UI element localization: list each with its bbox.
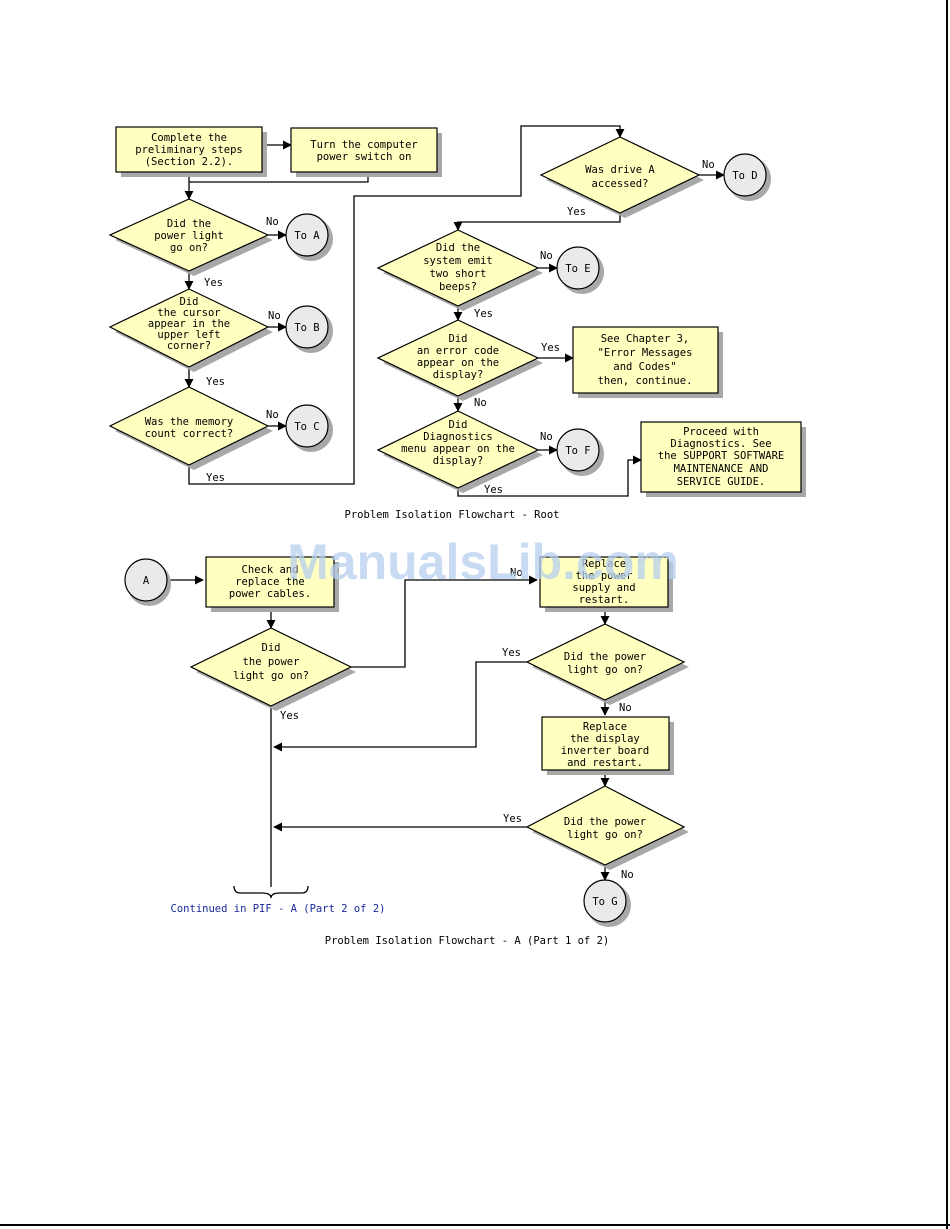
svg-text:To D: To D [732, 170, 757, 182]
svg-text:To B: To B [294, 322, 319, 334]
to-f-terminator: To F [556, 428, 604, 476]
svg-text:No: No [474, 397, 487, 409]
part-a-connectors [146, 575, 610, 899]
svg-text:Yes: Yes [502, 647, 521, 659]
svg-text:No: No [266, 409, 279, 421]
to-g-terminator: To G [583, 879, 631, 927]
svg-text:No: No [510, 567, 523, 579]
start-a-terminator: A [124, 558, 171, 606]
svg-text:Yes: Yes [204, 277, 223, 289]
to-b-terminator: To B [285, 305, 333, 353]
svg-text:Yes: Yes [484, 484, 503, 496]
svg-text:Yes: Yes [206, 472, 225, 484]
watermark-logo: ManualsLib.com [287, 534, 679, 590]
root-connectors [184, 125, 725, 497]
svg-text:To E: To E [565, 263, 590, 275]
svg-text:Yes: Yes [474, 308, 493, 320]
svg-text:No: No [702, 159, 715, 171]
svg-text:Yes: Yes [541, 342, 560, 354]
svg-text:Yes: Yes [567, 206, 586, 218]
to-e-terminator: To E [556, 246, 604, 294]
root-caption: Problem Isolation Flowchart - Root [345, 509, 560, 521]
svg-text:To G: To G [592, 896, 617, 908]
svg-text:To A: To A [294, 230, 320, 242]
page-border-right [946, 0, 948, 1229]
svg-text:To C: To C [294, 421, 319, 433]
svg-text:No: No [619, 702, 632, 714]
svg-text:Yes: Yes [503, 813, 522, 825]
page-border-bottom [0, 1224, 950, 1226]
svg-text:No: No [540, 250, 553, 262]
to-d-terminator: To D [723, 153, 771, 201]
svg-text:A: A [143, 575, 150, 587]
svg-text:To F: To F [565, 445, 590, 457]
root-branch-labels: No Yes No Yes No Yes No Yes No Yes Yes N… [204, 159, 715, 496]
part-a-caption: Problem Isolation Flowchart - A (Part 1 … [325, 935, 609, 947]
to-c-terminator: To C [285, 404, 333, 452]
continued-note: Continued in PIF - A (Part 2 of 2) [171, 903, 386, 915]
svg-text:No: No [266, 216, 279, 228]
svg-text:No: No [268, 310, 281, 322]
svg-text:Yes: Yes [280, 710, 299, 722]
part-a-branch-labels: No Yes Yes No Yes No [280, 567, 634, 881]
svg-text:No: No [621, 869, 634, 881]
svg-text:No: No [540, 431, 553, 443]
svg-text:Yes: Yes [206, 376, 225, 388]
to-a-terminator: To A [285, 213, 333, 261]
